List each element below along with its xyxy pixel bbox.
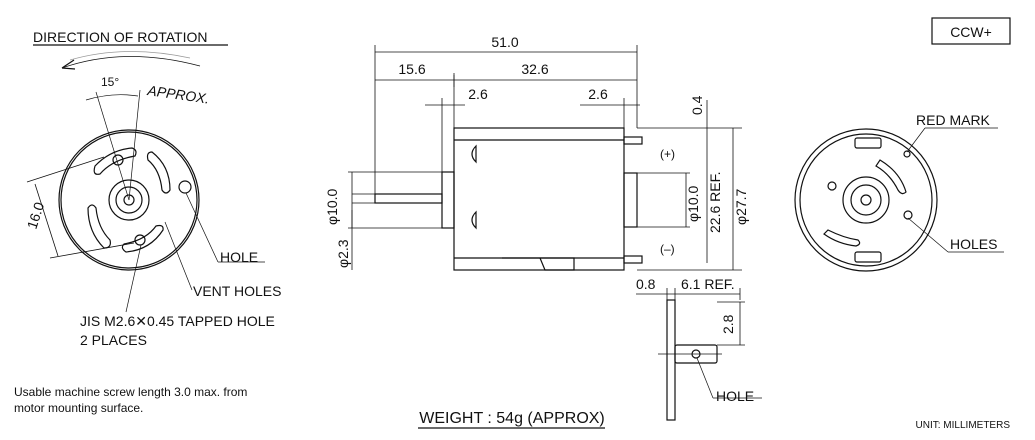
tapped-leader bbox=[125, 244, 142, 313]
terminal-hole-label: HOLE bbox=[716, 388, 754, 404]
dim-2-6-right: 2.6 bbox=[588, 86, 608, 102]
vent-slot-2 bbox=[146, 151, 171, 194]
dim-0-8: 0.8 bbox=[636, 276, 656, 292]
ccw-badge-box bbox=[931, 17, 1011, 45]
body-vent-bottom bbox=[471, 210, 477, 230]
holes-leader bbox=[907, 217, 949, 253]
face-boss bbox=[108, 179, 150, 221]
vent-slot-4 bbox=[87, 204, 111, 249]
motor-body bbox=[453, 127, 625, 271]
vent-holes-label: VENT HOLES bbox=[193, 283, 281, 299]
dim-16: 16.0 bbox=[24, 200, 48, 231]
terminal-minus bbox=[623, 255, 643, 264]
face-outer-rim bbox=[60, 131, 198, 269]
angle-line-right bbox=[128, 89, 141, 201]
plus-label: (+) bbox=[660, 147, 675, 161]
rear-hole-left bbox=[827, 181, 837, 191]
face-hole bbox=[178, 180, 192, 194]
rotation-arc bbox=[61, 56, 201, 69]
vent-leader bbox=[164, 221, 193, 291]
phi10-left: φ10.0 bbox=[324, 188, 340, 225]
rear-hole-right bbox=[903, 210, 913, 220]
dim-2-8: 2.8 bbox=[720, 314, 736, 334]
face-bearing bbox=[115, 186, 143, 214]
minus-label: (–) bbox=[660, 242, 675, 256]
rear-terminal-top bbox=[854, 137, 882, 149]
terminal-hole-leader bbox=[696, 357, 714, 399]
shaft bbox=[374, 193, 443, 204]
approx-label: APPROX. bbox=[146, 82, 211, 107]
unit-label: UNIT: MILLIMETERS bbox=[916, 420, 1011, 431]
red-mark-label: RED MARK bbox=[916, 112, 991, 128]
body-tab bbox=[502, 257, 575, 271]
vent-slot-1 bbox=[93, 147, 137, 175]
tapped-hole-bottom bbox=[134, 234, 146, 246]
red-mark-dot bbox=[903, 150, 911, 158]
rear-slot-left bbox=[823, 229, 861, 247]
dim16-line bbox=[34, 183, 59, 257]
tapped-hole-label: JIS M2.6✕0.45 TAPPED HOLE bbox=[80, 313, 275, 329]
rotation-shade bbox=[69, 51, 191, 61]
hole-label: HOLE bbox=[220, 249, 258, 265]
ccw-badge: CCW+ bbox=[950, 24, 992, 40]
holes-label: HOLES bbox=[950, 236, 997, 252]
body-vent-top bbox=[471, 144, 477, 164]
screw-note-line2: motor mounting surface. bbox=[14, 401, 143, 415]
screw-note-line1: Usable machine screw length 3.0 max. fro… bbox=[14, 385, 247, 399]
terminal-plate bbox=[666, 299, 676, 421]
dim16-ext-bottom bbox=[49, 242, 135, 259]
places-label: 2 PLACES bbox=[80, 332, 147, 348]
angle-arc bbox=[85, 94, 139, 101]
rear-cap bbox=[623, 172, 638, 228]
phi10-right: φ10.0 bbox=[685, 185, 701, 222]
dim-32-6: 32.6 bbox=[521, 61, 548, 77]
phi27-7: φ27.7 bbox=[733, 188, 749, 225]
weight-label: WEIGHT : 54g (APPROX) bbox=[419, 410, 605, 427]
dim-2-6-left: 2.6 bbox=[468, 86, 488, 102]
tapped-hole-top bbox=[112, 154, 124, 166]
rear-bearing bbox=[850, 184, 882, 216]
angle-line-left bbox=[95, 91, 130, 201]
rotation-arrow-head bbox=[61, 59, 76, 70]
hole-leader bbox=[185, 192, 219, 263]
rear-terminal-bottom bbox=[854, 251, 882, 263]
rear-shaft bbox=[860, 194, 872, 206]
dim16-ext-top bbox=[26, 156, 105, 183]
dim-6-1: 6.1 REF. bbox=[681, 276, 735, 292]
rear-outer-rim bbox=[799, 133, 933, 267]
rear-slot-right bbox=[875, 159, 907, 195]
rear-boss bbox=[842, 176, 890, 224]
phi2-3: φ2.3 bbox=[335, 239, 351, 268]
dim-15-6: 15.6 bbox=[398, 61, 425, 77]
face-outer-circle bbox=[58, 129, 200, 271]
direction-title: DIRECTION OF ROTATION bbox=[33, 29, 207, 45]
vent-slot-3 bbox=[121, 224, 164, 253]
angle-label: 15° bbox=[101, 75, 119, 89]
front-boss bbox=[441, 171, 455, 229]
dim-51: 51.0 bbox=[491, 34, 518, 50]
red-mark-leader bbox=[906, 127, 926, 153]
dim-0-4: 0.4 bbox=[689, 95, 705, 115]
rear-outer-circle bbox=[794, 128, 938, 272]
face-shaft bbox=[123, 194, 135, 206]
ref-22-6: 22.6 REF. bbox=[707, 172, 723, 233]
terminal-plus bbox=[623, 136, 643, 145]
